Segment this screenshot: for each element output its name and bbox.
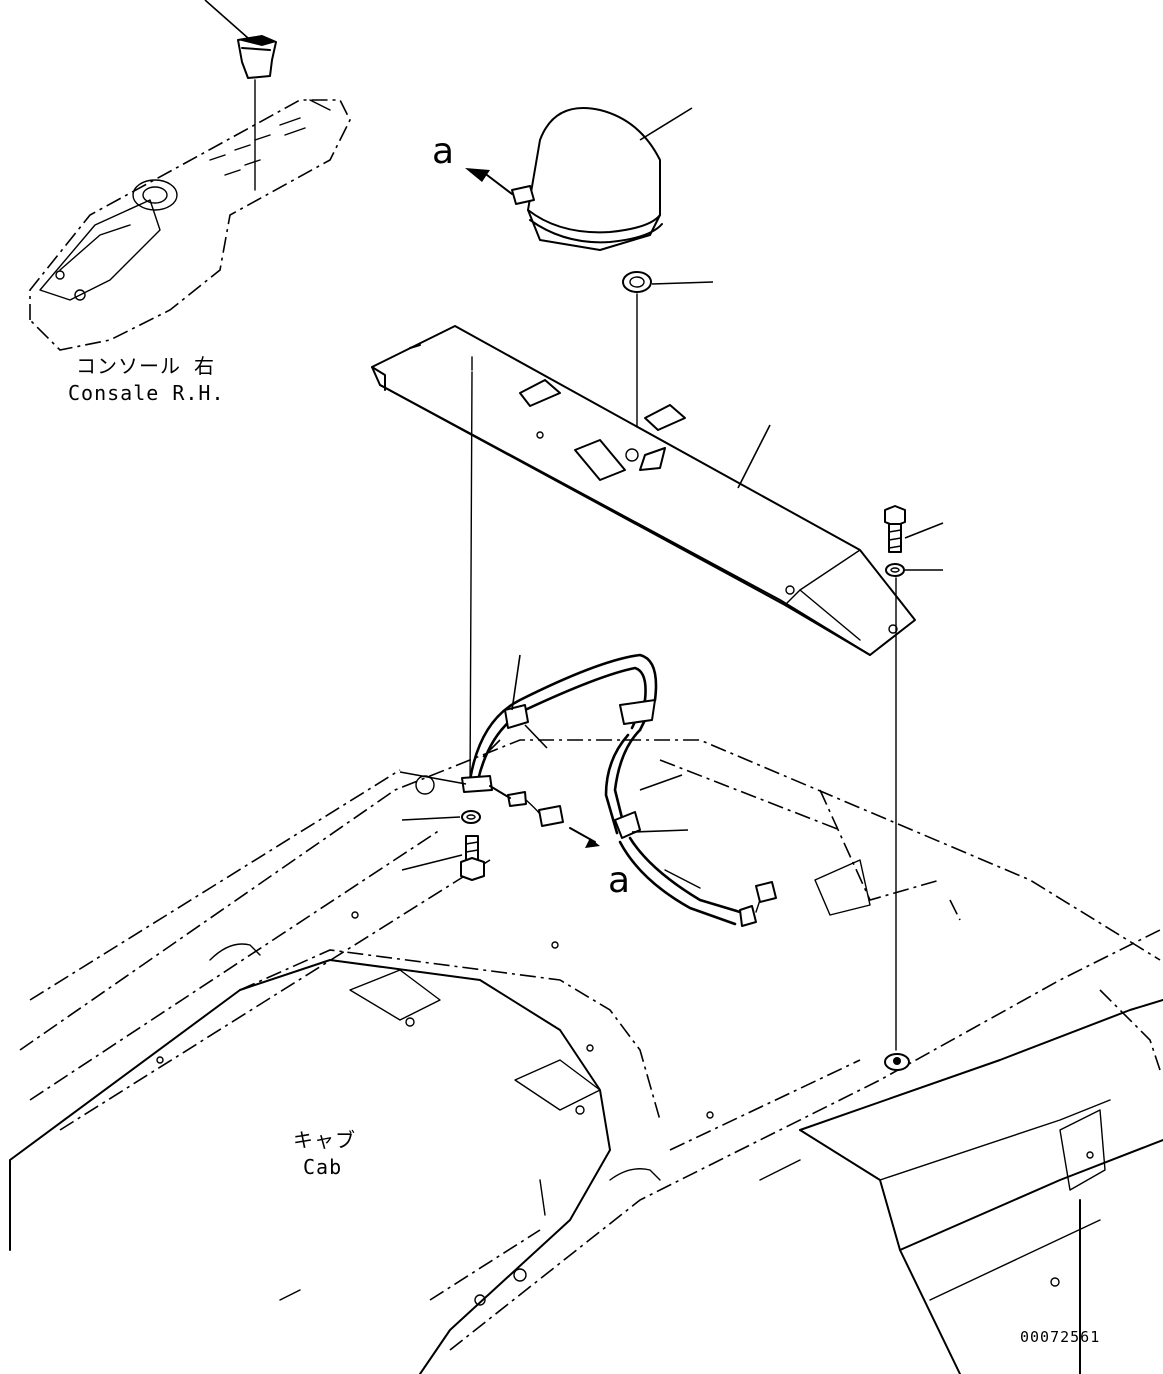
bracket-plate [371, 325, 916, 656]
leader-harness-5 [399, 771, 467, 785]
leader-harness-2 [524, 724, 548, 749]
console-right [29, 99, 351, 351]
washer-right [885, 563, 943, 1051]
arrow-bottom-head [585, 838, 600, 848]
cab-label-jp: キャブ [293, 1128, 356, 1152]
drawing-number: 00072561 [1020, 1328, 1100, 1346]
wire-harness [461, 653, 777, 927]
leader-switch [204, 0, 249, 39]
bolt-left [401, 835, 485, 881]
lamp-dome [465, 107, 693, 251]
leader-harness-4 [631, 829, 689, 833]
arrow-label-top: a [432, 131, 454, 172]
switch-part [237, 35, 277, 191]
cab-roof [9, 739, 1163, 1374]
console-label-en: Consale R.H. [68, 381, 225, 405]
grommet [622, 271, 714, 441]
leader-harness-3 [639, 774, 683, 791]
cab-label-en: Cab [303, 1155, 342, 1179]
bolt-right [884, 505, 944, 553]
leader-harness-1 [511, 654, 521, 711]
console-label-jp: コンソール 右 [76, 354, 215, 378]
alignment-line [469, 371, 473, 791]
washer-left [401, 810, 481, 824]
arrow-label-bottom: a [608, 860, 630, 901]
